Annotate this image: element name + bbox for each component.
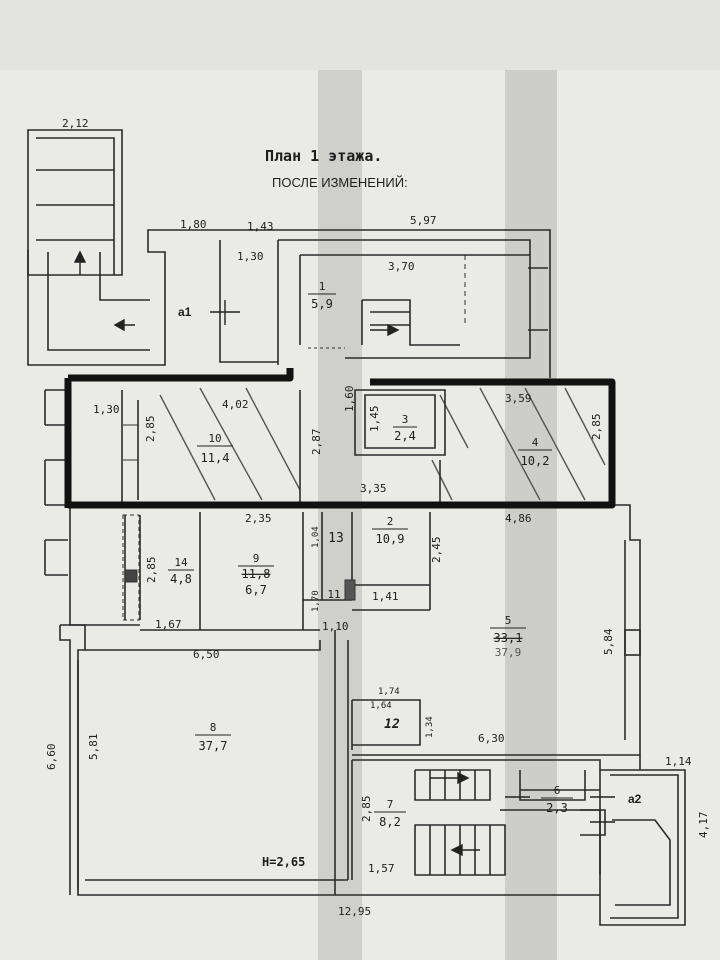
room-number: 8 — [210, 721, 217, 734]
room-area: 10,2 — [521, 454, 550, 468]
dim-label: 2,35 — [245, 512, 272, 525]
dim-label: 2,85 — [590, 414, 603, 441]
dim-label: 5,84 — [602, 628, 615, 655]
plan-title: План 1 этажа. — [265, 147, 382, 165]
plan-subtitle: ПОСЛЕ ИЗМЕНЕНИЙ: — [272, 175, 408, 190]
dim-label: 1,45 — [368, 406, 381, 433]
room-number: 13 — [328, 531, 344, 546]
dim-label: 1,30 — [237, 250, 264, 263]
room-number: 6 — [554, 784, 561, 797]
room-area: 37,7 — [199, 739, 228, 753]
room-number: 7 — [387, 798, 394, 811]
room-number: 12 — [384, 717, 400, 732]
room-number: 11 — [327, 588, 340, 601]
dim-label: 2,45 — [430, 537, 443, 564]
room-area: 11,8 — [242, 567, 271, 581]
room-area: 33,1 — [494, 631, 523, 645]
dim-label: 2,12 — [62, 117, 89, 130]
dim-label: 1,67 — [155, 618, 182, 631]
dim-label: 3,35 — [360, 482, 387, 495]
room-area: 5,9 — [311, 297, 333, 311]
dim-label: 2,85 — [145, 557, 158, 584]
dim-label: 2,85 — [360, 796, 373, 823]
dim-label: 2,87 — [310, 429, 323, 456]
room-area: 11,4 — [201, 451, 230, 465]
dim-label: 3,70 — [388, 260, 415, 273]
walls — [27, 129, 686, 926]
dim-label: 12,95 — [338, 905, 371, 918]
dim-label: 1,10 — [322, 620, 349, 633]
room-number: 3 — [402, 413, 409, 426]
dim-label: 1,14 — [665, 755, 692, 768]
dim-label: 1,43 — [247, 220, 274, 233]
room-labels: 1 5,9 2 10,9 3 2,4 4 10,2 5 33,1 37,9 6 … — [168, 280, 642, 869]
hatched-area — [159, 387, 606, 501]
room-area: 8,2 — [379, 815, 401, 829]
dim-label: 4,02 — [222, 398, 249, 411]
dim-label: 5,81 — [87, 734, 100, 761]
dim-label: 6,50 — [193, 648, 220, 661]
room-number: 1 — [319, 280, 326, 293]
room-area: 4,8 — [170, 572, 192, 586]
room-number: 5 — [505, 614, 512, 627]
dim-label: 1,80 — [180, 218, 207, 231]
room-area: 2,4 — [394, 429, 416, 443]
window-markers — [122, 255, 466, 621]
room-number: 2 — [387, 515, 394, 528]
room-area: 10,9 — [376, 532, 405, 546]
room-number: 10 — [208, 432, 221, 445]
dim-label: 1,30 — [93, 403, 120, 416]
dimension-labels: 2,12 1,80 1,43 5,97 1,30 3,70 1,30 4,02 … — [45, 117, 710, 918]
dim-label: 6,30 — [478, 732, 505, 745]
room-area: 2,3 — [546, 801, 568, 815]
dim-label: 1,60 — [343, 386, 356, 413]
dim-label: 6,60 — [45, 744, 58, 771]
dim-label: 4,17 — [697, 812, 710, 839]
dim-label: 1,41 — [372, 590, 399, 603]
dim-label: 1,70 — [311, 590, 321, 612]
room-number: 14 — [174, 556, 188, 569]
dim-label: 1,04 — [311, 526, 321, 548]
ceiling-height: Н=2,65 — [262, 855, 305, 869]
room-number: 9 — [253, 552, 260, 565]
dim-label: 3,59 — [505, 392, 532, 405]
bold-outline — [64, 368, 616, 509]
room-number: 4 — [532, 436, 539, 449]
dim-label: 2,85 — [144, 416, 157, 443]
room-area-alt: 37,9 — [495, 646, 522, 659]
room-area-alt: 6,7 — [245, 583, 267, 597]
dim-label: 1,34 — [425, 716, 435, 738]
dim-label: 1,74 — [378, 687, 400, 697]
dim-label: 4,86 — [505, 512, 532, 525]
label-a2: а2 — [628, 792, 642, 806]
dim-label: 1,57 — [368, 862, 395, 875]
dim-label: 5,97 — [410, 214, 437, 227]
label-a1: а1 — [178, 305, 192, 319]
dim-label: 1,64 — [370, 701, 392, 711]
arrows — [73, 250, 615, 857]
